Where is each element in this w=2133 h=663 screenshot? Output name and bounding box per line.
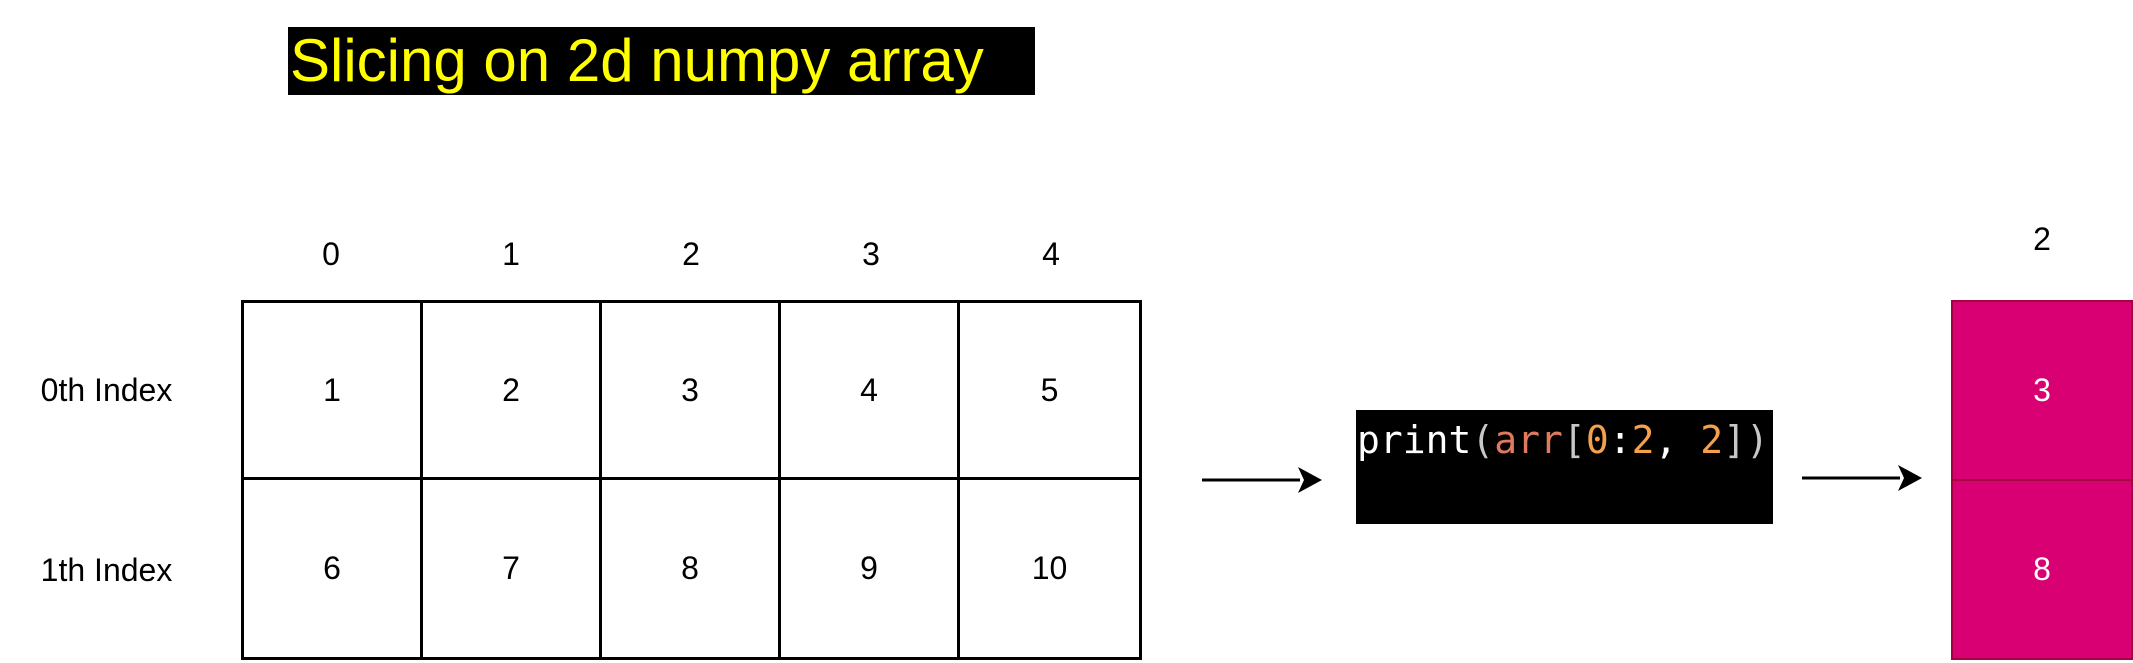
code-token: ( [1471, 418, 1495, 462]
array-cell: 7 [423, 480, 602, 657]
code-token: print [1357, 418, 1472, 462]
diagram-title: Slicing on 2d numpy array [290, 27, 984, 94]
array-cell: 1 [244, 303, 423, 480]
result-column: 3 8 [1951, 300, 2133, 660]
code-token: ] [1723, 418, 1747, 462]
code-token: 2 [1631, 418, 1655, 462]
result-cell: 8 [2033, 551, 2051, 587]
result-column-index-label: 2 [2033, 221, 2051, 257]
result-cell: 3 [1953, 302, 2131, 481]
array-cell: 6 [244, 480, 423, 657]
code-token: 2 [1700, 418, 1724, 462]
code-token: : [1608, 418, 1632, 462]
title-banner: Slicing on 2d numpy array [288, 27, 1035, 95]
arrow-right-icon [1202, 467, 1322, 493]
column-index-label: 3 [862, 236, 880, 272]
code-snippet: print(arr[0:2, 2]) [1356, 410, 1773, 524]
code-token: [ [1562, 418, 1586, 462]
array-cell: 10 [1031, 550, 1068, 586]
code-line: print(arr[0:2, 2]) [1357, 416, 1773, 464]
array-cell: 8 [602, 480, 781, 657]
array-cell: 9 [781, 480, 960, 657]
array-cell: 2 [423, 303, 602, 480]
column-index-label: 4 [1042, 236, 1060, 272]
array-cell: 4 [781, 303, 960, 480]
array-grid: 1 2 3 4 5 6 7 8 9 10 [241, 300, 1142, 660]
array-cell: 3 [602, 303, 781, 480]
array-cell: 5 [960, 303, 1139, 480]
code-token: arr [1494, 418, 1563, 462]
column-index-label: 2 [682, 236, 700, 272]
arrow-right-icon [1802, 465, 1922, 491]
code-token: , [1654, 418, 1701, 462]
row-index-label: 1th Index [40, 552, 173, 588]
code-token: 0 [1585, 418, 1609, 462]
column-index-label: 0 [322, 236, 340, 272]
code-token: ) [1746, 418, 1769, 462]
row-index-label: 0th Index [40, 372, 173, 408]
column-index-label: 1 [502, 236, 520, 272]
